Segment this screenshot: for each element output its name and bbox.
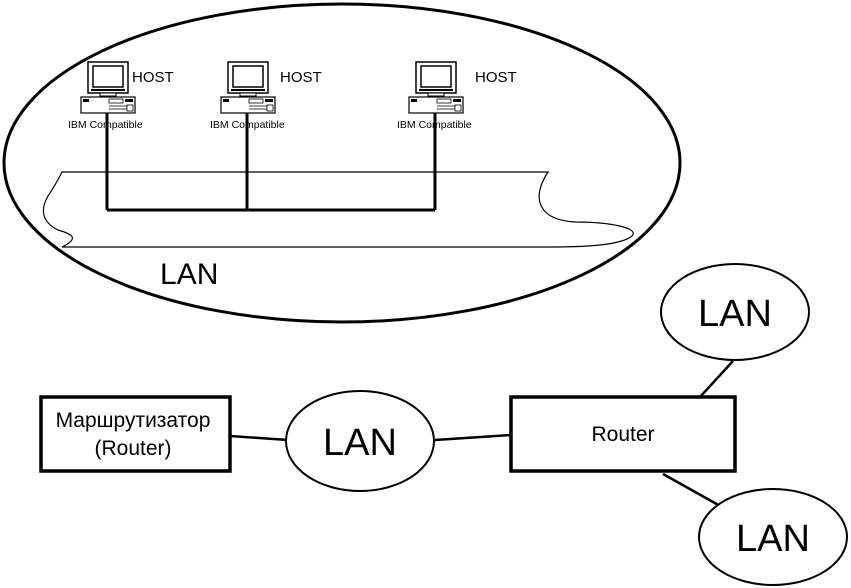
computer-icon	[408, 61, 464, 114]
computer-icon	[80, 61, 136, 114]
router-ru-line2: (Router)	[94, 437, 171, 460]
lan-bottom-right-ellipse	[698, 488, 848, 586]
lan-top-right-ellipse	[660, 263, 810, 361]
host-1-label: HOST	[132, 69, 174, 86]
lan-middle-ellipse	[285, 390, 435, 492]
host-2	[220, 61, 276, 114]
computer-icon	[220, 61, 276, 114]
lan-zoom-ellipse	[2, 2, 682, 324]
lan-top-right-label: LAN	[698, 293, 772, 335]
lan-segment-shape	[42, 171, 634, 248]
host-2-label: HOST	[280, 69, 322, 86]
lan-bottom-right-label: LAN	[736, 518, 810, 560]
host-1	[80, 61, 136, 114]
router-label: Router	[591, 423, 654, 446]
lan-middle-label: LAN	[323, 422, 397, 464]
host-2-caption: IBM Compatible	[210, 119, 285, 131]
router-ru-box	[39, 395, 232, 473]
host-3	[408, 61, 464, 114]
host-3-caption: IBM Compatible	[397, 119, 472, 131]
lan-zoom-label: LAN	[160, 258, 218, 291]
links	[229, 360, 734, 509]
lan-bus	[105, 100, 437, 212]
host-1-caption: IBM Compatible	[68, 119, 143, 131]
router-ru-line1: Маршрутизатор	[56, 409, 211, 432]
router-box	[509, 395, 737, 473]
host-3-label: HOST	[475, 69, 517, 86]
